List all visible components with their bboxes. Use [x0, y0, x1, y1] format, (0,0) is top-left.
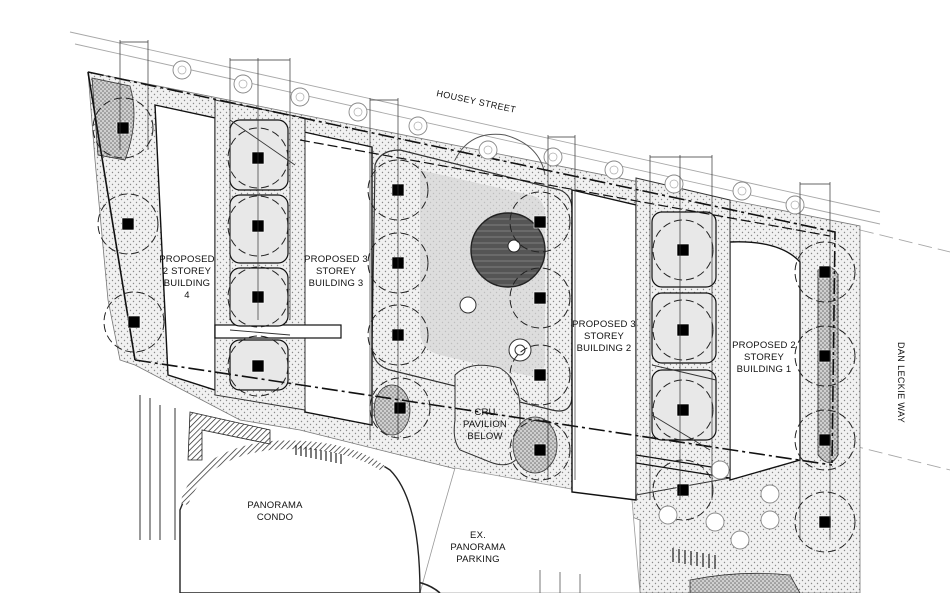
lot-line-diagonal — [299, 139, 831, 237]
svg-text:EX.: EX. — [470, 530, 486, 541]
svg-text:PROPOSED 3: PROPOSED 3 — [572, 319, 636, 330]
condo-podium — [187, 411, 271, 461]
svg-text:STOREY: STOREY — [316, 266, 357, 277]
parking-stalls — [539, 570, 581, 593]
svg-text:PAVILION: PAVILION — [463, 419, 507, 430]
svg-text:PROPOSED 2: PROPOSED 2 — [732, 340, 796, 351]
building-4-label: PROPOSED 2 STOREY BUILDING 4 — [159, 254, 214, 301]
bridge-connector — [214, 324, 342, 339]
bike-racks — [295, 445, 716, 569]
left-curb — [139, 395, 176, 540]
svg-text:STOREY: STOREY — [744, 352, 785, 363]
fountain — [470, 212, 546, 288]
building-2-label: PROPOSED 3 STOREY BUILDING 2 — [572, 319, 636, 354]
dimension-lines — [119, 40, 831, 540]
building-details — [229, 119, 717, 451]
svg-text:PROPOSED: PROPOSED — [159, 254, 214, 265]
plaza-arc — [454, 133, 546, 176]
svg-text:PANORAMA: PANORAMA — [247, 500, 303, 511]
building-3-label: PROPOSED 3 STOREY BUILDING 3 — [304, 254, 368, 289]
svg-text:4: 4 — [184, 290, 189, 301]
svg-text:STOREY: STOREY — [584, 331, 625, 342]
housey-street-label: HOUSEY STREET — [436, 88, 517, 115]
svg-text:CONDO: CONDO — [257, 512, 293, 523]
svg-text:BUILDING: BUILDING — [164, 278, 210, 289]
condo-edge-hatch — [180, 440, 385, 505]
svg-text:BUILDING 2: BUILDING 2 — [577, 343, 632, 354]
svg-text:PARKING: PARKING — [456, 554, 499, 565]
plaza-feature-small — [459, 296, 477, 314]
svg-text:BUILDING 1: BUILDING 1 — [737, 364, 792, 375]
building-2 — [571, 189, 637, 501]
tree-canopies — [92, 97, 856, 553]
svg-text:2 STOREY: 2 STOREY — [163, 266, 212, 277]
parking-label: EX. PANORAMA PARKING — [450, 530, 506, 565]
svg-text:PROPOSED 3: PROPOSED 3 — [304, 254, 368, 265]
property-line — [87, 71, 836, 466]
svg-text:BELOW: BELOW — [467, 431, 502, 442]
dan-leckie-way-label: DAN LECKIE WAY — [896, 342, 906, 423]
svg-text:PANORAMA: PANORAMA — [450, 542, 506, 553]
svg-text:CRU: CRU — [474, 407, 495, 418]
pavilion-label: CRU PAVILION BELOW — [463, 407, 507, 442]
svg-text:BUILDING 3: BUILDING 3 — [309, 278, 364, 289]
lot-line-west — [87, 71, 136, 361]
building-1-label: PROPOSED 2 STOREY BUILDING 1 — [732, 340, 796, 375]
condo-label: PANORAMA CONDO — [247, 500, 303, 523]
